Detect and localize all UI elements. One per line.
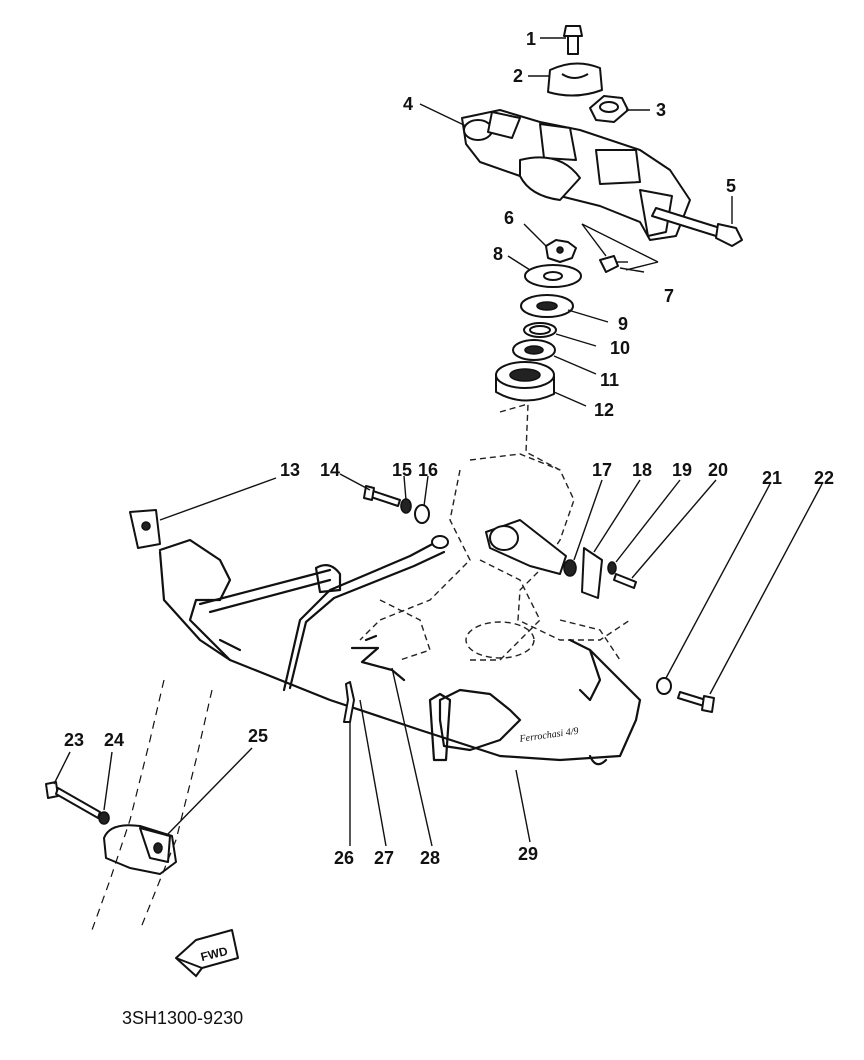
bracket-signature: Ferrochasi 4/9 — [518, 726, 579, 745]
callout-9: 9 — [618, 314, 628, 334]
seal-part-10 — [523, 322, 557, 338]
callout-labels: 1 2 3 4 5 6 7 8 9 10 11 12 13 14 15 16 1… — [64, 29, 834, 868]
callout-21: 21 — [762, 468, 782, 488]
callout-3: 3 — [656, 100, 666, 120]
bolt-part-1 — [563, 25, 583, 55]
washer-part-24 — [98, 811, 110, 825]
callout-16: 16 — [418, 460, 438, 480]
pin-part-26 — [343, 681, 355, 723]
callout-25: 25 — [248, 726, 268, 746]
callout-17: 17 — [592, 460, 612, 480]
screw-part-7 — [599, 255, 628, 273]
washer-part-11 — [512, 339, 556, 361]
callout-11: 11 — [600, 370, 619, 390]
callout-23: 23 — [64, 730, 84, 750]
clamp-part-25 — [103, 824, 177, 875]
callout-1: 1 — [526, 29, 536, 49]
bolt-part-20 — [613, 573, 637, 589]
washer-part-16 — [414, 504, 430, 524]
callout-13: 13 — [280, 460, 300, 480]
spring-washer-part-15 — [400, 498, 412, 514]
washer-part-21 — [656, 677, 672, 695]
callout-28: 28 — [420, 848, 440, 868]
callout-8: 8 — [493, 244, 503, 264]
bolt-part-5 — [651, 207, 743, 247]
bolt-part-14 — [363, 485, 401, 507]
plate-part-18 — [581, 547, 603, 599]
callout-12: 12 — [594, 400, 614, 420]
washer-part-19 — [607, 561, 617, 575]
lock-washer-part-6 — [545, 239, 577, 263]
upper-bracket-part-4 — [461, 109, 691, 241]
callout-4: 4 — [403, 94, 413, 114]
fwd-label: FWD — [199, 944, 229, 964]
callout-5: 5 — [726, 176, 736, 196]
nut-part-3 — [589, 95, 629, 123]
washer-part-8 — [524, 264, 582, 288]
callout-24: 24 — [104, 730, 124, 750]
callout-2: 2 — [513, 66, 523, 86]
tube-part-17 — [485, 519, 577, 577]
bolt-part-23 — [45, 781, 101, 819]
callout-26: 26 — [334, 848, 354, 868]
callout-18: 18 — [632, 460, 652, 480]
callout-10: 10 — [610, 338, 630, 358]
fwd-arrow-icon: FWD — [175, 929, 239, 978]
clip-part-13 — [129, 509, 161, 549]
callout-29: 29 — [518, 844, 538, 864]
leader-lines — [53, 37, 823, 847]
callout-27: 27 — [374, 848, 394, 868]
callout-14: 14 — [320, 460, 340, 480]
washer-part-9 — [520, 294, 574, 318]
callout-20: 20 — [708, 460, 728, 480]
callout-19: 19 — [672, 460, 692, 480]
diagram-code: 3SH1300-9230 — [122, 1008, 243, 1028]
housing-outline — [359, 403, 631, 661]
cap-part-2 — [547, 62, 603, 97]
bolt-part-22 — [677, 691, 715, 713]
spring-part-28 — [350, 634, 406, 682]
callout-6: 6 — [504, 208, 514, 228]
callout-15: 15 — [392, 460, 412, 480]
callout-22: 22 — [814, 468, 834, 488]
bearing-part-12 — [495, 361, 555, 402]
callout-7: 7 — [664, 286, 674, 306]
